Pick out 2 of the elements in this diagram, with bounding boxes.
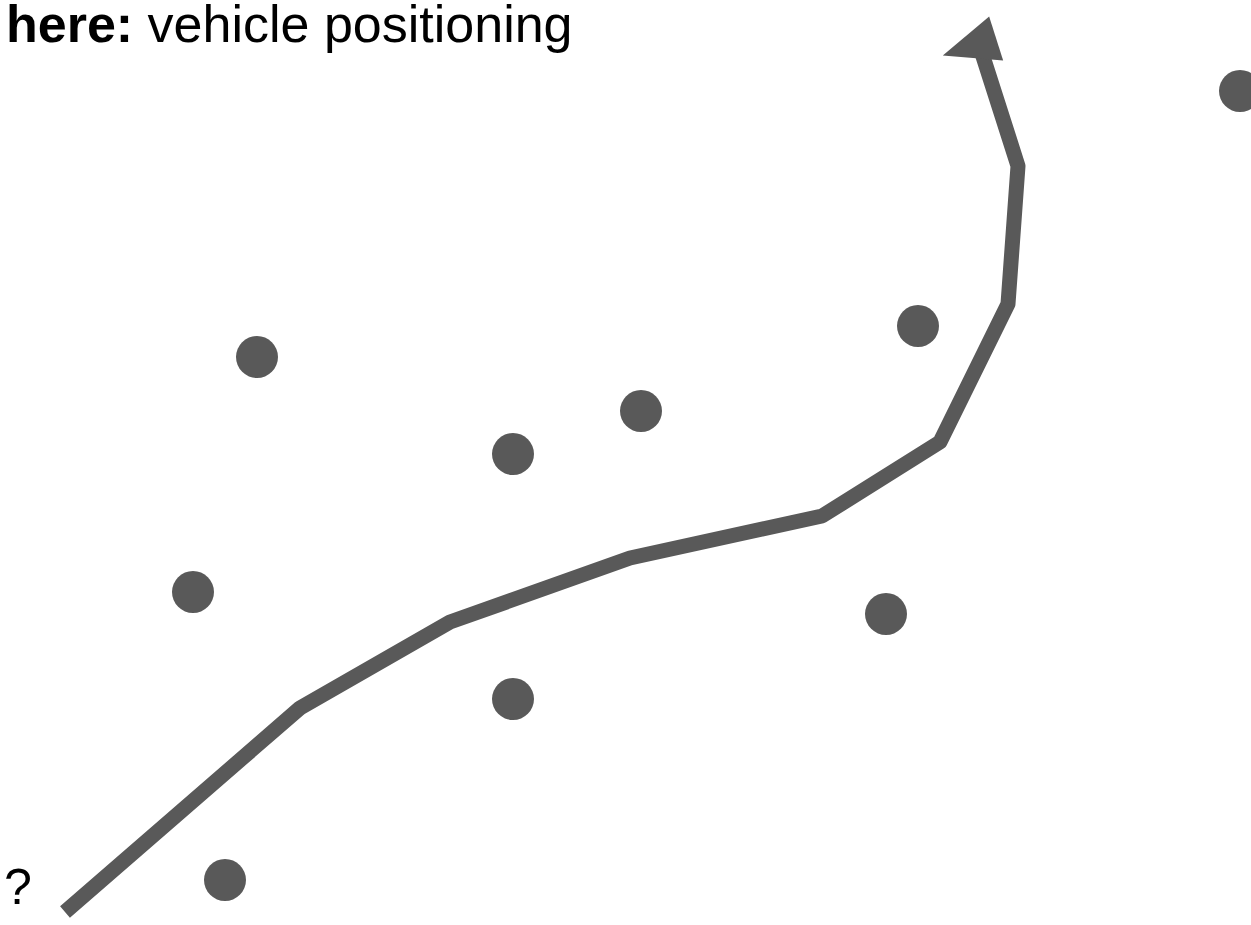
- title: here: vehicle positioning: [6, 0, 573, 54]
- question-mark-label: ?: [4, 858, 32, 916]
